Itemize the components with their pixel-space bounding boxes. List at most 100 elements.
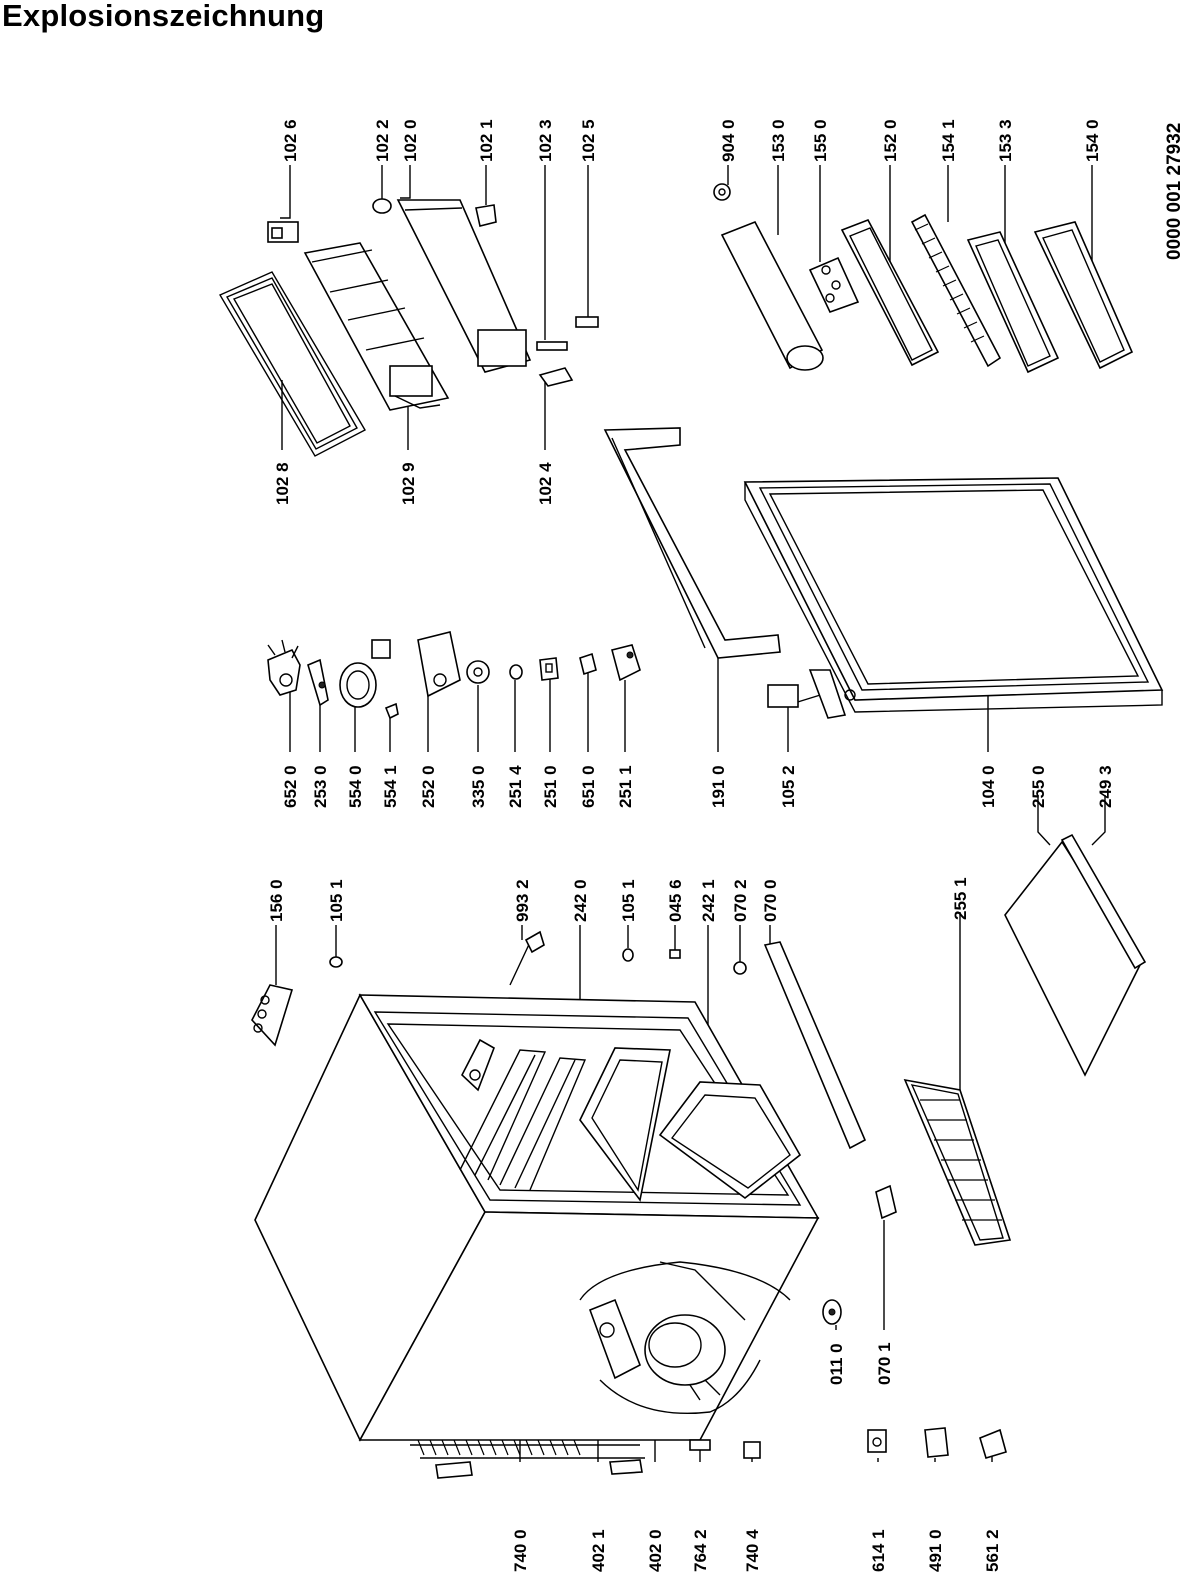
label-1541: 154 1: [939, 119, 958, 162]
cap-part-1022: [372, 198, 392, 214]
label-2510: 251 0: [541, 765, 560, 808]
connector-6510: [579, 652, 597, 676]
label-2520: 252 0: [419, 765, 438, 808]
door-shelf-1540: [1033, 221, 1134, 370]
switch-2511: [611, 644, 641, 682]
part-4910: [924, 1427, 949, 1458]
fan-0110: [822, 1299, 842, 1325]
clip-part-1021: [475, 204, 497, 227]
cabinet-body: [254, 993, 820, 1479]
label-5612: 561 2: [983, 1529, 1002, 1572]
label-4020: 402 0: [646, 1529, 665, 1572]
label-5541: 554 1: [381, 765, 400, 808]
label-3350: 335 0: [469, 765, 488, 808]
part-5612: [979, 1428, 1007, 1459]
ice-tray-1560: [251, 984, 294, 1047]
label-1021: 102 1: [477, 119, 496, 162]
label-6520: 652 0: [281, 765, 300, 808]
label-part-1025: [575, 316, 599, 328]
part-labels: 102 6 102 2 102 0 102 1 102 3 102 5 102 …: [267, 119, 1185, 1572]
label-1540: 154 0: [1083, 119, 1102, 162]
label-9040: 904 0: [719, 119, 738, 162]
sensor-2530: [307, 658, 329, 707]
knob-3350: [466, 660, 490, 684]
door-shelf-1530: [720, 220, 824, 371]
label-0456: 045 6: [666, 879, 685, 922]
label-1550: 155 0: [811, 119, 830, 162]
foot-7404: [743, 1441, 761, 1459]
hinge-bar-0700: [763, 941, 867, 1150]
evaporator-cover: [396, 199, 532, 373]
label-1910: 191 0: [709, 765, 728, 808]
label-0701: 070 1: [875, 1342, 894, 1385]
relay-4021: [588, 1298, 642, 1380]
label-6510: 651 0: [579, 765, 598, 808]
label-1560: 156 0: [267, 879, 286, 922]
door-shelf-1520: [840, 218, 940, 367]
label-7404: 740 4: [743, 1529, 762, 1572]
screw-1051a: [329, 956, 343, 968]
freezer-compartment-door: [303, 242, 450, 411]
screw-1051b: [622, 948, 634, 962]
label-1029: 102 9: [399, 462, 418, 505]
bracket-part-1023: [536, 341, 568, 351]
label-1022: 102 2: [373, 119, 392, 162]
label-2550: 255 0: [1029, 765, 1048, 808]
compressor-4020: [644, 1314, 726, 1401]
drawing-number: 0000 001 27932: [1164, 123, 1185, 260]
label-1040: 104 0: [979, 765, 998, 808]
label-1051a: 105 1: [327, 879, 346, 922]
hinge-1052: [767, 669, 847, 719]
label-1020: 102 0: [401, 119, 420, 162]
hose-7642: [689, 1439, 711, 1451]
thermostat-6520: [267, 639, 301, 696]
label-1026: 102 6: [281, 119, 300, 162]
cap-0702: [733, 961, 747, 975]
label-1533: 153 3: [996, 119, 1015, 162]
door-1040: [743, 477, 1164, 713]
label-1530: 153 0: [769, 119, 788, 162]
door-shelf-1533: [966, 231, 1060, 374]
hinge-part-1026: [267, 221, 299, 243]
plate-2510: [539, 657, 559, 681]
door-seal-gasket: [218, 271, 366, 457]
washer-part-9040: [713, 183, 731, 201]
control-box-2520: [417, 631, 461, 698]
page-title: Explosionszeichnung: [2, 0, 325, 33]
label-1052: 105 2: [779, 765, 798, 808]
label-1028: 102 8: [273, 462, 292, 505]
flap-part-1024: [538, 367, 574, 387]
bulb-5541: [384, 702, 399, 720]
pin-0456: [669, 949, 681, 959]
label-2551: 255 1: [951, 877, 970, 920]
label-2511: 251 1: [616, 765, 635, 808]
label-0702: 070 2: [731, 879, 750, 922]
egg-tray-1550: [808, 256, 860, 313]
label-1051b: 105 1: [619, 879, 638, 922]
label-7642: 764 2: [691, 1529, 710, 1572]
bottle-rack-1541: [910, 213, 1002, 368]
label-2420: 242 0: [571, 879, 590, 922]
label-2530: 253 0: [311, 765, 330, 808]
label-1024: 102 4: [536, 462, 555, 505]
label-6141: 614 1: [869, 1529, 888, 1572]
label-1023: 102 3: [536, 119, 555, 162]
crisper-cover-2550: [1004, 840, 1141, 1077]
label-4021: 402 1: [589, 1529, 608, 1572]
label-1025: 102 5: [579, 119, 598, 162]
label-4910: 491 0: [926, 1529, 945, 1572]
ring-2514: [509, 664, 523, 680]
label-0110: 011 0: [827, 1343, 846, 1385]
part-6141: [867, 1429, 887, 1453]
frame-2493: [1060, 833, 1147, 970]
label-2493: 249 3: [1096, 765, 1115, 808]
label-7400: 740 0: [511, 1529, 530, 1572]
label-1520: 152 0: [881, 119, 900, 162]
glass-shelf-2551: [903, 1078, 1012, 1246]
label-5540: 554 0: [346, 765, 365, 808]
label-9932: 993 2: [513, 879, 532, 922]
lamp-housing-5540: [339, 639, 391, 708]
label-2514: 251 4: [506, 765, 525, 808]
door-frame-1910: [603, 427, 781, 659]
